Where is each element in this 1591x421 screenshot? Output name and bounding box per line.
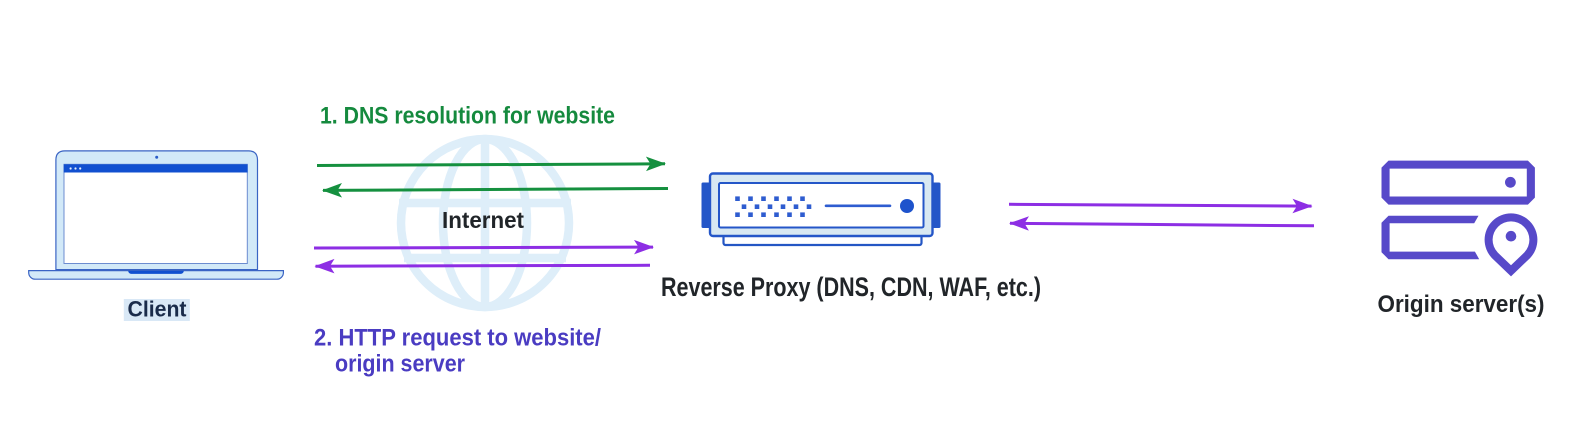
svg-text:Reverse Proxy (DNS, CDN, WAF,: Reverse Proxy (DNS, CDN, WAF, etc.) (661, 272, 1041, 302)
svg-text:Internet: Internet (442, 207, 524, 233)
svg-text:2. HTTP request to website/: 2. HTTP request to website/ (314, 325, 601, 352)
svg-text:1. DNS resolution for website: 1. DNS resolution for website (320, 103, 615, 130)
svg-text:origin server: origin server (335, 351, 465, 378)
svg-text:Origin server(s): Origin server(s) (1378, 291, 1545, 318)
svg-text:Client: Client (128, 297, 188, 322)
